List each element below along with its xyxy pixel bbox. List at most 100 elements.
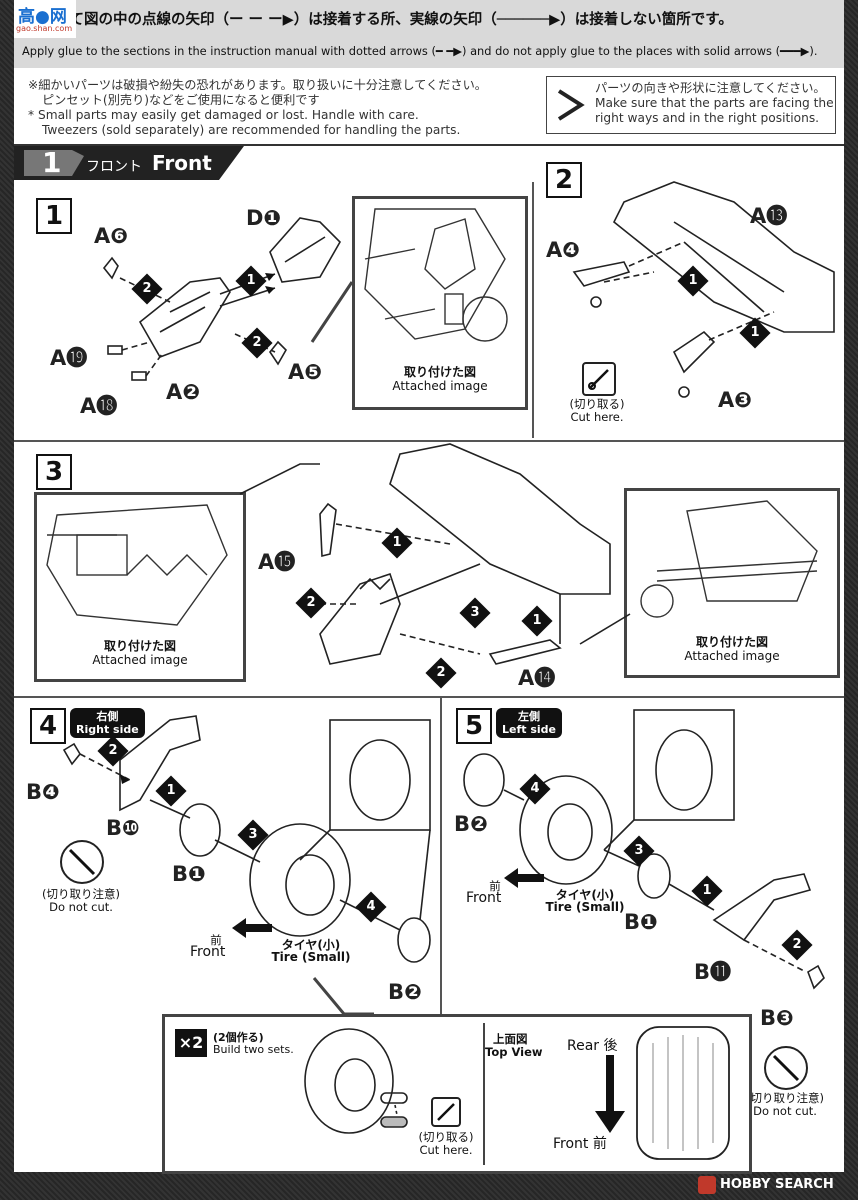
step-marker-number: 3 bbox=[248, 827, 258, 842]
attached-caption-en: Attached image bbox=[684, 649, 780, 663]
attached-caption-jp: 取り付けた図 bbox=[403, 365, 476, 379]
front-label-jp: 前 bbox=[210, 933, 222, 947]
handling-note: ※細かいパーツは破損や紛失の恐れがあります。取り扱いに十分注意してください。 ピ… bbox=[28, 78, 487, 138]
side-tag: 左側 Left side bbox=[496, 708, 562, 738]
step-marker-number: 2 bbox=[792, 937, 802, 952]
handling-note-en1: * Small parts may easily get damaged or … bbox=[28, 108, 419, 122]
part-label: A❺ bbox=[288, 360, 323, 384]
step-4-drawing bbox=[62, 715, 431, 963]
multiplier-badge: ×2 bbox=[175, 1029, 207, 1057]
step-number: 2 bbox=[546, 162, 582, 198]
orientation-note-jp: パーツの向きや形状に注意してください。 bbox=[595, 81, 826, 95]
orientation-note-en1: Make sure that the parts are facing the bbox=[595, 96, 834, 110]
build-two-en: Build two sets. bbox=[213, 1043, 294, 1056]
part-label: B❹ bbox=[26, 780, 60, 804]
part-label: B❸ bbox=[760, 1006, 794, 1030]
tire-label-jp: タイヤ(小) bbox=[281, 938, 341, 952]
step-3-panel: 3 A⓯ A⓮ 取り付けた図 Attached image bbox=[20, 443, 844, 694]
section-title-jp: フロント bbox=[86, 159, 142, 175]
section-number: 1 bbox=[42, 146, 62, 179]
attached-image-drawing bbox=[46, 504, 228, 626]
instruction-sheet: 組み立て図の中の点線の矢印（ー ー ー▶）は接着する所、実線の矢印（──────… bbox=[14, 0, 844, 1174]
step-marker-number: 4 bbox=[530, 781, 540, 796]
side-tag-jp: 左側 bbox=[518, 710, 540, 723]
step-1-panel: 1 A❻ D❶ A⓳ A❺ A⓲ A❷ bbox=[20, 182, 534, 438]
handling-note-en2: Tweezers (sold separately) are recommend… bbox=[42, 123, 461, 137]
step-number: 4 bbox=[30, 708, 66, 744]
step-marker-number: 1 bbox=[688, 273, 698, 288]
side-tag-en: Right side bbox=[76, 723, 139, 736]
front-arrow-icon bbox=[504, 868, 544, 888]
attached-image-inset: 取り付けた図 Attached image bbox=[352, 196, 528, 410]
front-arrow-icon bbox=[232, 918, 272, 938]
watermark-logo: 高●网 gao.shan.com bbox=[14, 0, 76, 38]
attached-image-inset: 取り付けた図 Attached image bbox=[624, 488, 840, 678]
glue-instruction-bar bbox=[14, 0, 844, 68]
no-cut-en: Do not cut. bbox=[49, 900, 113, 914]
tire-label-jp: タイヤ(小) bbox=[555, 888, 615, 902]
front-label-jp: 前 bbox=[489, 879, 501, 893]
part-label: A⓭ bbox=[750, 204, 788, 228]
step-marker-number: 2 bbox=[252, 335, 262, 350]
tire-label-en: Tire (Small) bbox=[545, 900, 625, 914]
cut-here-en: Cut here. bbox=[570, 410, 624, 424]
divider bbox=[14, 696, 844, 698]
front-label: Front 前 bbox=[553, 1136, 607, 1152]
scissors-icon bbox=[582, 362, 616, 396]
top-view-en: Top View bbox=[485, 1045, 543, 1059]
step-3-drawing bbox=[239, 443, 631, 665]
direction-arrow-icon bbox=[595, 1055, 625, 1133]
step-2-drawing bbox=[572, 181, 835, 398]
glue-instruction-jp: 組み立て図の中の点線の矢印（ー ー ー▶）は接着する所、実線の矢印（──────… bbox=[26, 12, 733, 28]
step-marker-number: 1 bbox=[702, 883, 712, 898]
no-cut-jp: (切り取り注意) bbox=[42, 887, 120, 901]
brand-icon bbox=[698, 1176, 716, 1194]
footer: HOBBY SEARCH bbox=[0, 1172, 858, 1200]
side-tag-en: Left side bbox=[502, 723, 556, 736]
part-label: A⓮ bbox=[518, 666, 556, 690]
step-marker-number: 2 bbox=[306, 595, 316, 610]
step-marker-number: 1 bbox=[532, 613, 542, 628]
scissors-icon bbox=[431, 1097, 461, 1127]
attached-image-drawing bbox=[364, 208, 508, 342]
cut-here-en: Cut here. bbox=[419, 1143, 473, 1157]
section-title-en: Front bbox=[152, 151, 212, 175]
attached-caption-en: Attached image bbox=[392, 379, 488, 393]
front-label-en: Front bbox=[190, 944, 226, 960]
step-number: 5 bbox=[456, 708, 492, 744]
orientation-note-text: パーツの向きや形状に注意してください。 Make sure that the p… bbox=[595, 81, 834, 126]
divider bbox=[483, 1023, 485, 1165]
orientation-note: パーツの向きや形状に注意してください。 Make sure that the p… bbox=[546, 76, 836, 134]
step-marker-number: 4 bbox=[366, 899, 376, 914]
step-marker-number: 3 bbox=[634, 843, 644, 858]
section-rule bbox=[14, 144, 844, 146]
step-1-drawing bbox=[102, 217, 341, 381]
callout-pointer bbox=[312, 977, 374, 1016]
step-5-drawing bbox=[463, 709, 825, 990]
build-two-jp: (2個作る) bbox=[213, 1031, 264, 1044]
side-tag-jp: 右側 bbox=[96, 710, 119, 723]
part-label: B⓫ bbox=[694, 960, 732, 984]
step-5-panel: 5 左側 Left side B❷ B❶ B⓫ B❸ bbox=[444, 700, 844, 1170]
attached-caption-jp: 取り付けた図 bbox=[695, 635, 768, 649]
part-label: B❶ bbox=[172, 862, 206, 886]
attached-image-inset: 取り付けた図 Attached image bbox=[34, 492, 246, 682]
step-marker-number: 1 bbox=[166, 783, 176, 798]
cut-here-jp: (切り取る) bbox=[418, 1130, 474, 1144]
step-marker-number: 3 bbox=[470, 605, 480, 620]
cut-here-jp: (切り取る) bbox=[569, 397, 625, 411]
part-label: A❷ bbox=[166, 380, 201, 404]
part-label: B❶ bbox=[624, 910, 658, 934]
step-marker-number: 1 bbox=[246, 273, 256, 288]
no-cut-icon bbox=[60, 840, 104, 884]
part-label: B❿ bbox=[106, 816, 140, 840]
rear-label: Rear 後 bbox=[567, 1038, 618, 1054]
tire-assembly-drawing bbox=[304, 1028, 408, 1134]
step-marker-number: 2 bbox=[436, 665, 446, 680]
handling-note-jp2: ピンセット(別売り)などをご使用になると便利です bbox=[42, 93, 320, 107]
attached-image-drawing bbox=[640, 500, 818, 618]
part-label: A❹ bbox=[546, 238, 581, 262]
tire-label-en: Tire (Small) bbox=[271, 950, 351, 964]
step-number: 3 bbox=[36, 454, 72, 490]
part-label: A⓳ bbox=[50, 346, 88, 370]
